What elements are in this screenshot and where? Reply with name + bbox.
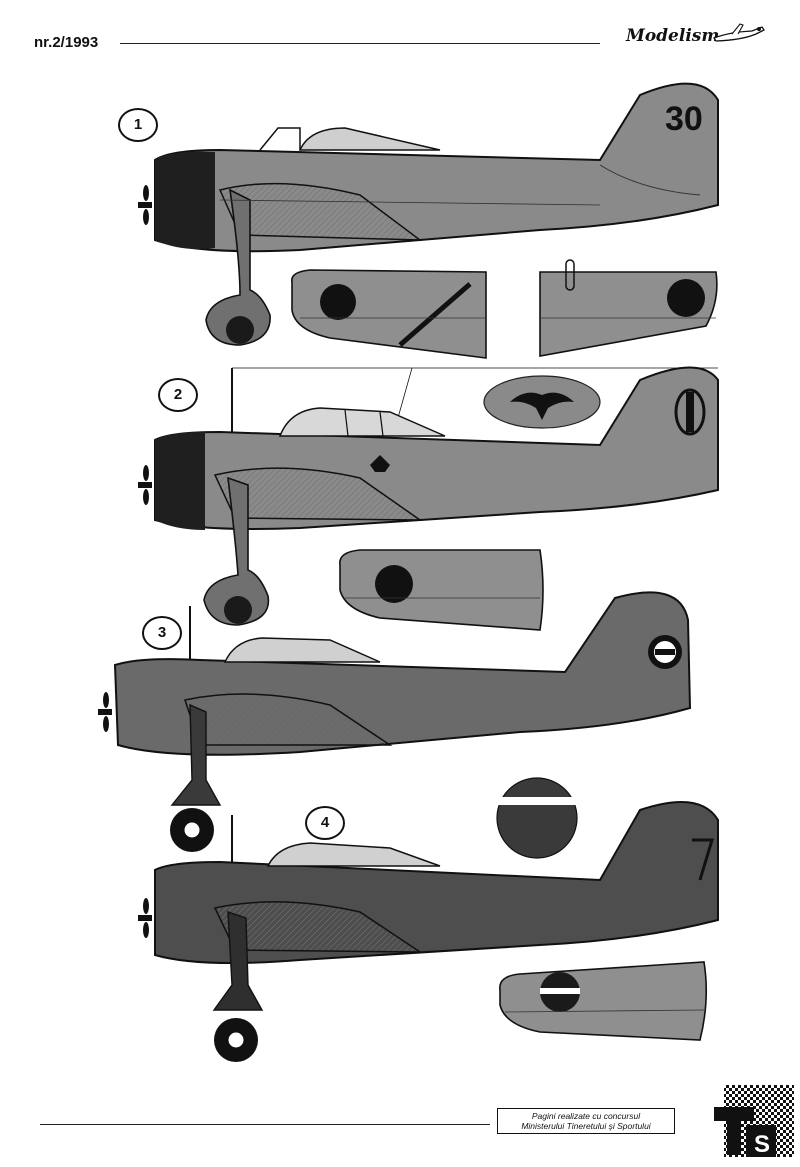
- plate-number-3: 3: [142, 616, 182, 650]
- roundel-3: [496, 777, 578, 859]
- credit-box: Pagini realizate cu concursul Ministerul…: [497, 1108, 675, 1134]
- credit-line-2: Ministerului Tineretului şi Sportului: [521, 1121, 651, 1131]
- issue-number: nr.2/1993: [34, 34, 99, 51]
- logo-plane-icon: [713, 23, 765, 42]
- wing-plan-right-1: [539, 259, 718, 357]
- magazine-logo: Modelism: [626, 26, 720, 46]
- wing-plan-left-1: [291, 269, 487, 359]
- aircraft-3-profile: [98, 591, 692, 852]
- plate-number-4: 4: [305, 806, 345, 840]
- aircraft-4-profile: [138, 801, 719, 1062]
- wing-plan-2: [339, 549, 544, 631]
- insignia-eagle-2: [483, 375, 601, 429]
- tail-code-1: 30: [665, 100, 703, 138]
- plate-number-1: 1: [118, 108, 158, 142]
- header-rule: [120, 43, 600, 44]
- aircraft-2-profile: [138, 366, 719, 626]
- footer-rule: [40, 1124, 490, 1125]
- svg-text:S: S: [754, 1131, 770, 1157]
- aircraft-1-profile: [138, 82, 719, 346]
- plate-number-2: 2: [158, 378, 198, 412]
- wing-plan-4: [499, 961, 708, 1041]
- credit-line-1: Pagini realizate cu concursul: [531, 1111, 641, 1121]
- publisher-logo-icon: S: [714, 1085, 794, 1157]
